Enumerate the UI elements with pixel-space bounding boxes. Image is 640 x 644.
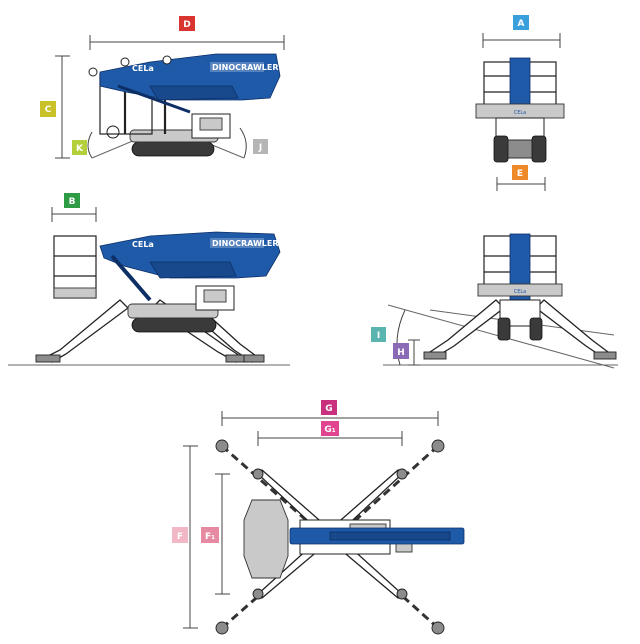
svg-text:CELa: CELa bbox=[514, 289, 527, 295]
dimension-a: A bbox=[482, 15, 561, 48]
badge-k: K bbox=[72, 140, 87, 155]
svg-text:B: B bbox=[69, 197, 76, 207]
dimension-h: H bbox=[393, 339, 420, 366]
svg-text:F: F bbox=[177, 532, 183, 542]
badge-b: B bbox=[64, 193, 80, 208]
side-view-stabilized: B CELa bbox=[8, 193, 293, 366]
badge-a: A bbox=[513, 15, 529, 30]
side-view-transport: D C K J bbox=[40, 16, 293, 159]
svg-text:H: H bbox=[397, 348, 405, 358]
badge-g1: G₁ bbox=[321, 421, 339, 436]
badge-f: F bbox=[172, 527, 188, 543]
badge-j: J bbox=[253, 139, 268, 154]
svg-text:CELa: CELa bbox=[132, 240, 154, 249]
svg-text:J: J bbox=[258, 143, 262, 153]
front-view-stabilized: I H CELa bbox=[371, 233, 618, 369]
machine-side-stabilized: CELa DINOCRAWLER 15 bbox=[35, 231, 293, 363]
machine-top bbox=[215, 439, 465, 635]
svg-text:CELa: CELa bbox=[132, 64, 154, 73]
badge-h: H bbox=[393, 343, 409, 359]
svg-text:K: K bbox=[76, 144, 84, 154]
svg-text:D: D bbox=[183, 20, 190, 30]
top-view: G G₁ F F₁ bbox=[172, 400, 465, 635]
svg-text:G₁: G₁ bbox=[324, 425, 335, 435]
svg-text:G: G bbox=[325, 404, 332, 414]
svg-text:E: E bbox=[517, 169, 523, 179]
angle-k: K bbox=[72, 131, 136, 159]
badge-f1: F₁ bbox=[201, 527, 219, 543]
dimension-g1: G₁ bbox=[257, 421, 403, 446]
badge-d: D bbox=[179, 16, 195, 31]
machine-side-transport: CELa DINOCRAWLER 15 bbox=[88, 53, 293, 157]
dimension-f: F bbox=[172, 445, 198, 629]
svg-text:A: A bbox=[518, 19, 525, 29]
dimension-e: E bbox=[496, 165, 546, 191]
front-view-transport: A CELa E bbox=[475, 15, 565, 191]
svg-text:F₁: F₁ bbox=[205, 532, 215, 542]
dimension-b: B bbox=[51, 193, 97, 222]
machine-front-stabilized: CELa bbox=[423, 233, 617, 360]
dimension-d: D bbox=[89, 16, 285, 50]
svg-text:I: I bbox=[377, 331, 380, 341]
dimension-f1: F₁ bbox=[201, 473, 230, 595]
dimension-g: G bbox=[221, 400, 439, 426]
badge-e: E bbox=[512, 165, 528, 180]
badge-c: C bbox=[40, 101, 56, 117]
badge-g: G bbox=[321, 400, 337, 415]
svg-text:C: C bbox=[45, 105, 52, 115]
machine-front-transport: CELa bbox=[475, 57, 565, 163]
svg-text:DINOCRAWLER 15: DINOCRAWLER 15 bbox=[212, 63, 293, 72]
svg-text:CELa: CELa bbox=[514, 110, 527, 116]
dimension-c: C bbox=[40, 55, 70, 159]
badge-i: I bbox=[371, 327, 386, 342]
svg-text:DINOCRAWLER 15: DINOCRAWLER 15 bbox=[212, 239, 293, 248]
